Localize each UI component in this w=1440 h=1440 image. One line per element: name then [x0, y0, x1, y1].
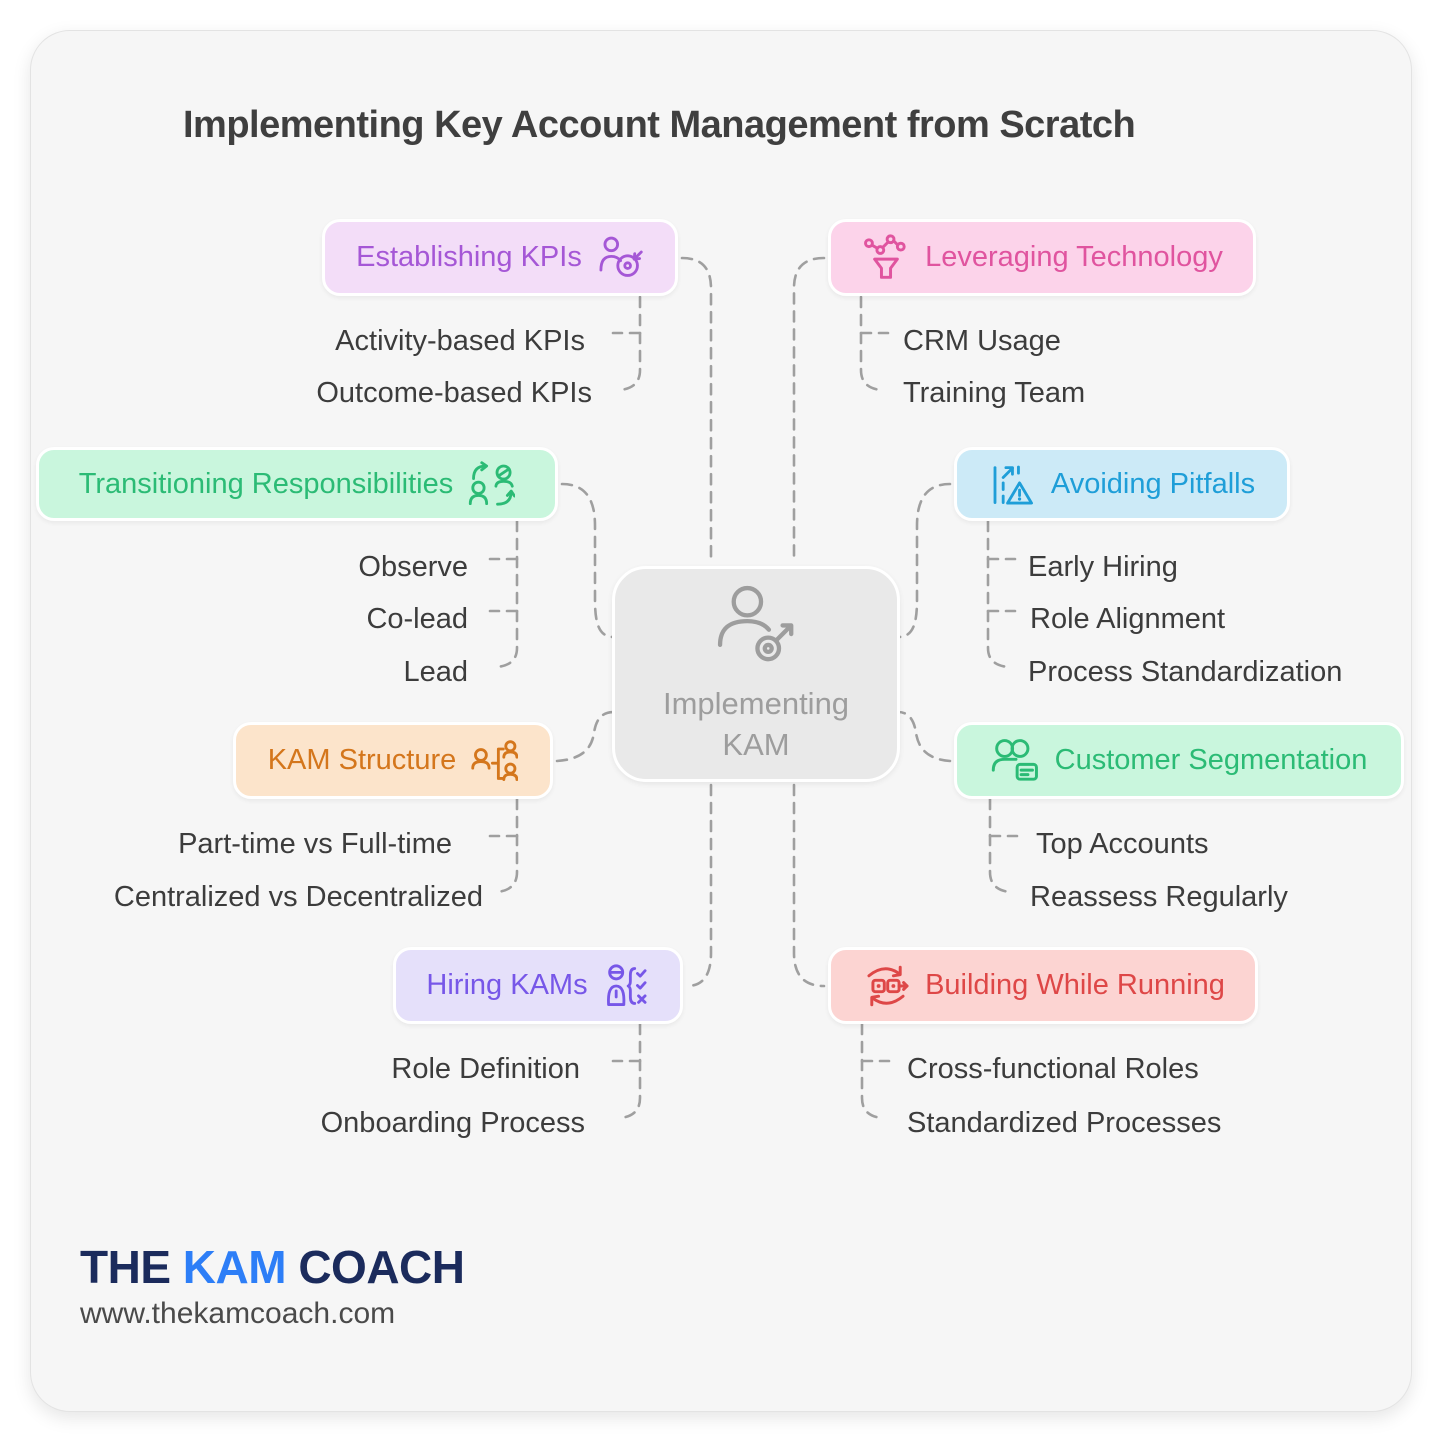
leaf-part-time-vs-full-time: Part-time vs Full-time — [178, 828, 452, 860]
leaf-onboarding-process: Onboarding Process — [320, 1107, 585, 1139]
node-transitioning-responsibilities-label: Transitioning Responsibilities — [78, 467, 454, 500]
process-cycle-icon — [867, 965, 909, 1006]
leaf-early-hiring: Early Hiring — [1028, 551, 1178, 583]
brand-logo-kam: KAM — [182, 1241, 287, 1293]
node-establishing-kpis: Establishing KPIs — [322, 219, 678, 296]
connector-center-transitioning — [560, 482, 616, 639]
node-building-while-running: Building While Running — [828, 947, 1258, 1024]
node-transitioning-responsibilities: Transitioning Responsibilities — [36, 447, 558, 521]
connector-hire-trunk — [618, 1022, 642, 1120]
brand-logo-coach: COACH — [298, 1241, 465, 1293]
brand-logo-the: THE — [80, 1241, 171, 1293]
node-building-while-running-label: Building While Running — [925, 969, 1225, 1001]
node-kam-structure: KAM Structure — [233, 722, 553, 799]
connector-center-avoiding-pitfalls — [896, 482, 952, 639]
leaf-co-lead: Co-lead — [366, 603, 468, 635]
funnel-network-icon — [864, 233, 906, 279]
leaf-top-accounts: Top Accounts — [1036, 828, 1209, 860]
connector-center-kam-structure — [555, 710, 616, 763]
connector-kpi-trunk — [618, 295, 642, 392]
leaf-reassess-regularly: Reassess Regularly — [1030, 881, 1288, 913]
leaf-cross-functional-roles: Cross-functional Roles — [907, 1053, 1199, 1085]
node-avoiding-pitfalls-label: Avoiding Pitfalls — [1050, 467, 1256, 500]
leaf-outcome-based-kpis: Outcome-based KPIs — [316, 377, 592, 409]
person-target-icon — [599, 236, 643, 277]
brand-logo: THE KAM COACH — [80, 1240, 465, 1294]
path-warning-icon — [993, 465, 1033, 505]
person-checklist-icon — [606, 963, 647, 1006]
center-node-label-line2: KAM — [722, 727, 790, 762]
leaf-lead: Lead — [403, 656, 468, 688]
node-customer-segmentation: Customer Segmentation — [954, 722, 1404, 799]
node-leveraging-technology: Leveraging Technology — [828, 219, 1256, 296]
connector-center-leveraging-technology — [792, 256, 826, 565]
leaf-standardized-processes: Standardized Processes — [907, 1107, 1222, 1139]
leaf-role-alignment: Role Alignment — [1030, 603, 1226, 635]
connector-struct-trunk — [495, 797, 519, 894]
leaf-crm-usage: CRM Usage — [903, 325, 1061, 357]
people-swap-icon — [469, 461, 516, 506]
node-establishing-kpis-label: Establishing KPIs — [356, 241, 582, 273]
node-customer-segmentation-label: Customer Segmentation — [1054, 744, 1368, 776]
leaf-process-standardization: Process Standardization — [1028, 656, 1343, 688]
connector-pit-trunk — [986, 519, 1010, 669]
leaf-centralized-vs-decentralized: Centralized vs Decentralized — [113, 881, 483, 913]
node-kam-structure-label: KAM Structure — [267, 744, 457, 776]
node-hiring-kams-label: Hiring KAMs — [426, 969, 588, 1001]
leaf-role-definition: Role Definition — [391, 1053, 580, 1085]
connector-build-trunk — [860, 1022, 884, 1120]
connector-tech-trunk — [859, 295, 883, 392]
leaf-observe: Observe — [358, 551, 468, 583]
people-card-icon — [991, 738, 1038, 781]
center-node-label: Implementing KAM — [663, 683, 849, 765]
leaf-training-team: Training Team — [903, 377, 1086, 409]
center-node-label-line1: Implementing — [662, 686, 850, 721]
person-key-icon — [717, 585, 794, 662]
node-hiring-kams: Hiring KAMs — [393, 947, 683, 1024]
org-chart-people-icon — [471, 739, 519, 781]
connector-seg-trunk — [988, 797, 1012, 894]
connector-center-hiring-kams — [685, 783, 713, 988]
website-url: www.thekamcoach.com — [80, 1297, 396, 1330]
node-implementing-kam: Implementing KAM — [612, 566, 900, 782]
connector-center-customer-segmentation — [896, 710, 952, 763]
node-leveraging-technology-label: Leveraging Technology — [925, 241, 1223, 273]
connector-trans-trunk — [495, 519, 519, 669]
node-avoiding-pitfalls: Avoiding Pitfalls — [954, 447, 1290, 521]
page-title: Implementing Key Account Management from… — [183, 104, 1136, 146]
connector-center-building-while-running — [792, 783, 826, 988]
leaf-activity-based-kpis: Activity-based KPIs — [335, 325, 585, 357]
connector-center-establishing-kpis — [680, 256, 713, 565]
